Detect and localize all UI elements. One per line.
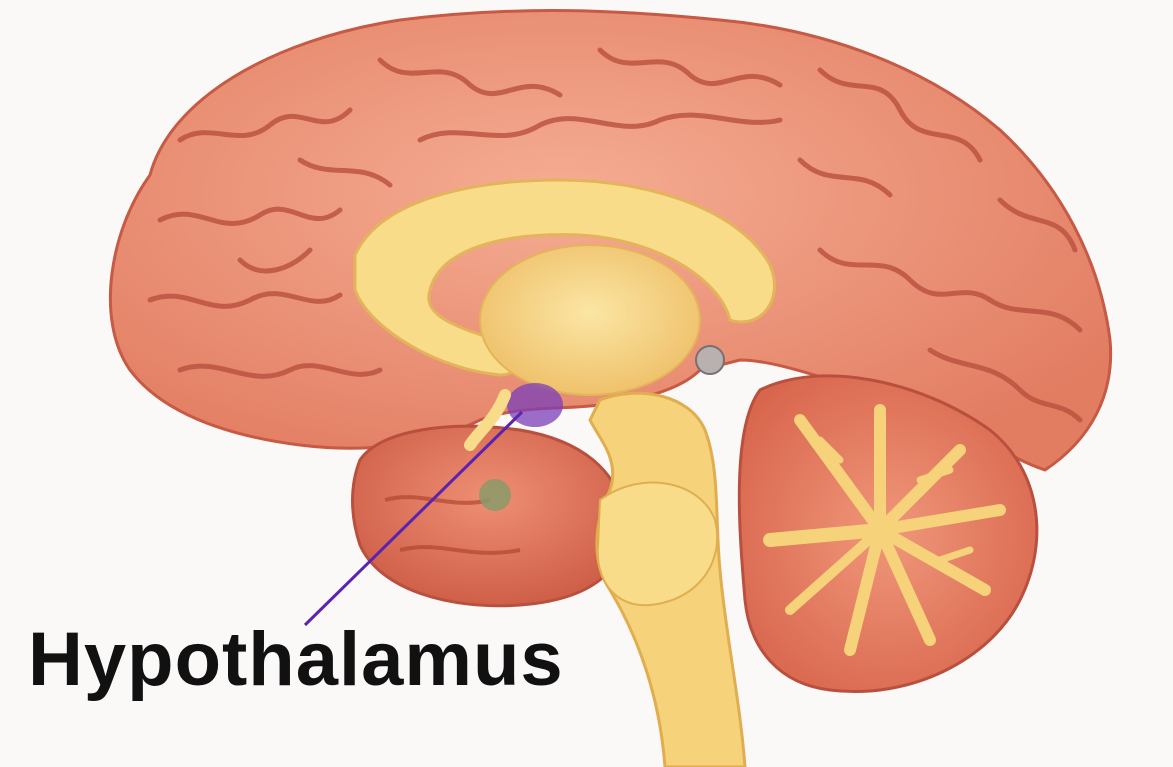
pineal-gland — [696, 346, 724, 374]
pituitary-gland — [479, 479, 511, 511]
temporal-lobe — [353, 426, 626, 606]
hypothalamus-label: Hypothalamus — [28, 622, 564, 698]
thalamus — [480, 245, 700, 395]
